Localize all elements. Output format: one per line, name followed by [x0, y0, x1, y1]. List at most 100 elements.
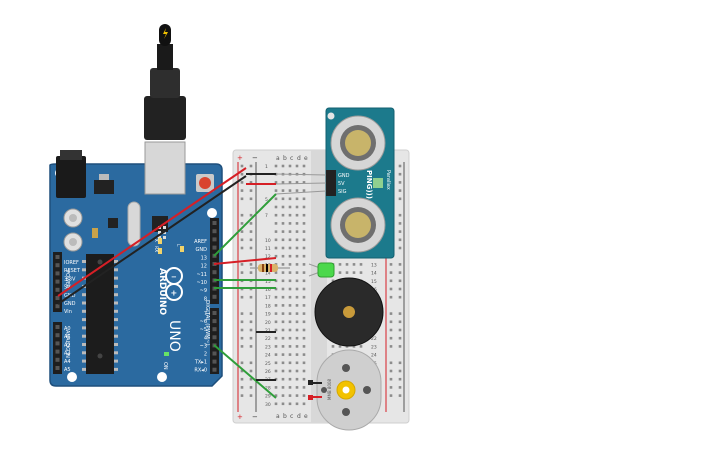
header-socket[interactable] [212, 237, 217, 242]
reset-button[interactable] [199, 177, 211, 189]
header-socket[interactable] [55, 341, 60, 346]
breadboard-hole [249, 189, 253, 192]
breadboard-hole [240, 271, 244, 274]
breadboard-hole [302, 361, 306, 365]
chip-leg [114, 326, 118, 330]
header-socket[interactable] [55, 287, 60, 292]
chip-leg [82, 301, 86, 305]
header-socket[interactable] [212, 367, 217, 372]
breadboard-hole [288, 189, 292, 192]
breadboard-hole [302, 304, 306, 307]
header-socket[interactable] [55, 333, 60, 338]
header-socket[interactable] [212, 270, 217, 275]
breadboard-hole [274, 197, 278, 201]
resistor[interactable] [250, 264, 290, 272]
header-socket[interactable] [55, 263, 60, 268]
header-socket[interactable] [55, 296, 60, 300]
header-socket[interactable] [212, 319, 217, 324]
green-led[interactable] [308, 262, 335, 278]
breadboard-hole [398, 287, 402, 291]
chip-leg [114, 260, 118, 263]
ping-led [373, 178, 383, 188]
usb-cable [159, 24, 171, 46]
row-number-left: 17 [265, 295, 271, 301]
dc-motor[interactable]: MMB 8008 [308, 349, 382, 431]
breadboard-hole [281, 304, 285, 307]
breadboard-hole [281, 394, 285, 397]
wire-5v-red[interactable] [57, 167, 247, 297]
wire-pin3-green[interactable] [213, 344, 277, 399]
breadboard-hole [281, 320, 285, 324]
breadboard-hole [295, 320, 299, 324]
breadboard-hole [302, 181, 306, 184]
header-socket[interactable] [212, 294, 217, 299]
wire-gnd-black[interactable] [57, 175, 247, 305]
motor-screw-right [363, 386, 371, 394]
breadboard-hole [302, 164, 306, 168]
motor-screw-bottom [342, 408, 350, 416]
header-socket[interactable] [55, 304, 60, 309]
breadboard-hole [331, 345, 335, 348]
breadboard-hole [274, 230, 278, 233]
header-socket[interactable] [55, 271, 60, 276]
breadboard-hole [389, 295, 393, 299]
chip-leg [82, 343, 86, 346]
breadboard-hole [249, 386, 253, 389]
ping-ultrasonic-sensor[interactable]: GND 5V SIG PING))) Parallax [325, 107, 395, 259]
breadboard-hole [288, 164, 292, 168]
pin-label: ~11 [196, 272, 207, 278]
breadboard-hole [288, 320, 292, 324]
header-socket[interactable] [212, 335, 217, 340]
header-socket[interactable] [212, 351, 217, 356]
breadboard-hole [398, 189, 402, 192]
breadboard-hole [302, 197, 306, 201]
analog-header [53, 322, 62, 374]
breadboard-hole [398, 271, 402, 274]
header-socket[interactable] [55, 357, 60, 362]
digital-header-bottom [210, 308, 219, 374]
header-socket[interactable] [212, 327, 217, 332]
header-socket[interactable] [212, 229, 217, 234]
pin-label: ~5 [200, 327, 207, 333]
breadboard-hole [338, 271, 342, 274]
wire-pin13-green[interactable] [213, 193, 277, 257]
breadboard-hole [249, 238, 253, 242]
breadboard-hole [295, 238, 299, 242]
breadboard-hole [240, 222, 244, 225]
breadboard-hole [295, 369, 299, 373]
wire-ping-5v[interactable] [275, 182, 327, 185]
ping-name: PING))) [365, 170, 373, 199]
header-socket[interactable] [212, 359, 217, 364]
header-socket[interactable] [55, 325, 60, 329]
piezo-buzzer[interactable] [314, 277, 384, 347]
breadboard-hole [302, 386, 306, 389]
wire-pin12-red[interactable] [213, 257, 277, 265]
breadboard-hole [302, 271, 306, 274]
header-socket[interactable] [212, 221, 217, 225]
mounting-hole-br [157, 372, 167, 382]
breadboard-hole [249, 377, 253, 381]
breadboard-hole [274, 328, 278, 332]
header-socket[interactable] [55, 366, 60, 370]
breadboard-hole [398, 172, 402, 176]
breadboard-hole [345, 263, 349, 266]
header-socket[interactable] [55, 349, 60, 354]
header-socket[interactable] [212, 311, 217, 315]
ping-hole [327, 112, 335, 120]
breadboard-hole [302, 402, 306, 406]
breadboard-hole [389, 279, 393, 283]
breadboard-hole [274, 295, 278, 299]
header-socket[interactable] [55, 255, 60, 259]
wire-ping-sig[interactable] [275, 190, 327, 195]
breadboard-hole [398, 386, 402, 389]
chip-leg [114, 309, 118, 313]
header-socket[interactable] [55, 279, 60, 284]
header-socket[interactable] [212, 245, 217, 250]
wire-ping-gnd[interactable] [275, 173, 327, 176]
breadboard-hole [249, 271, 253, 274]
icsp-pin [158, 236, 161, 239]
ping-transducer-top-mesh [345, 130, 371, 156]
breadboard-hole [281, 353, 285, 356]
